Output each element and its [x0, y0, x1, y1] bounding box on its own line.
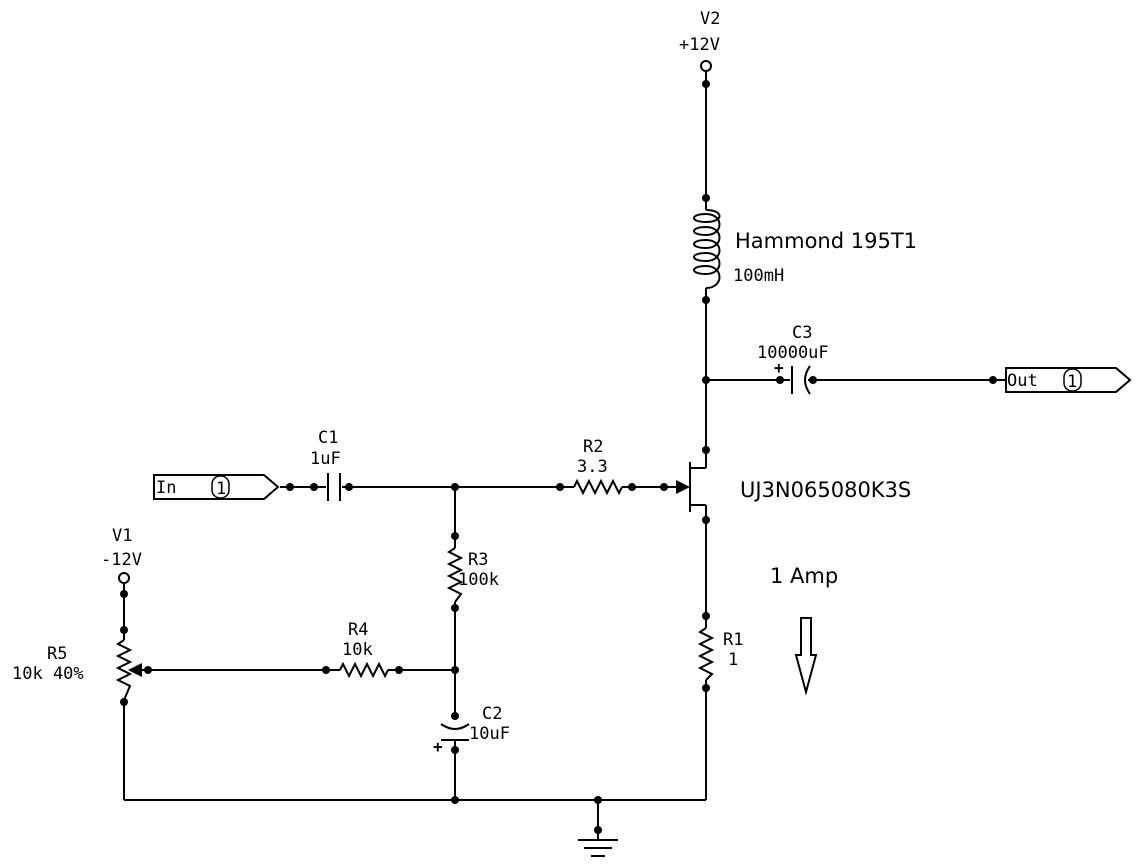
c3-ref: C3 — [792, 323, 812, 343]
r2-symbol — [573, 478, 623, 496]
r1-symbol — [697, 627, 715, 681]
junction-dots — [120, 80, 997, 834]
in-port[interactable] — [153, 474, 280, 500]
r5-value: 10k 40% — [12, 664, 84, 684]
v1-ref: V1 — [112, 526, 132, 546]
c3-symbol — [791, 365, 811, 395]
out-port[interactable] — [1005, 367, 1132, 393]
r4-symbol — [339, 661, 389, 679]
r4-value: 10k — [342, 640, 373, 660]
v2-ref: V2 — [700, 9, 720, 29]
r5-ref: R5 — [47, 644, 67, 664]
r2-ref: R2 — [583, 437, 603, 457]
ground-icon — [578, 830, 618, 857]
wires — [123, 71, 1006, 830]
c2-plus: + — [433, 737, 443, 756]
c2-value: 10uF — [469, 724, 510, 744]
in-port-number: 1 — [216, 479, 226, 499]
jfet-symbol — [676, 450, 707, 512]
c3-plus: + — [774, 358, 784, 377]
v2-terminal — [700, 60, 712, 72]
r3-value: 100k — [458, 570, 499, 590]
current-arrow-icon — [794, 617, 818, 696]
current-label: 1 Amp — [770, 564, 838, 588]
c1-value: 1uF — [310, 449, 341, 469]
v1-value: -12V — [101, 550, 142, 570]
r1-value: 1 — [728, 650, 738, 670]
c1-ref: C1 — [318, 428, 338, 448]
c2-ref: C2 — [482, 704, 502, 724]
out-port-label: Out — [1007, 371, 1038, 391]
inductor-part: Hammond 195T1 — [735, 229, 917, 253]
inductor-symbol — [693, 209, 721, 289]
out-port-number: 1 — [1067, 372, 1077, 392]
r3-ref: R3 — [468, 550, 488, 570]
v2-value: +12V — [679, 35, 720, 55]
r3-symbol — [446, 547, 464, 603]
r4-ref: R4 — [348, 620, 368, 640]
c1-symbol — [327, 473, 341, 501]
r2-value: 3.3 — [577, 457, 608, 477]
c3-value: 10000uF — [757, 343, 829, 363]
r5-symbol — [115, 639, 142, 701]
jfet-part: UJ3N065080K3S — [740, 478, 911, 502]
in-port-label: In — [156, 478, 176, 498]
r1-ref: R1 — [723, 630, 743, 650]
v1-terminal — [118, 572, 130, 584]
c2-symbol — [440, 723, 470, 741]
inductor-value: 100mH — [733, 266, 784, 286]
